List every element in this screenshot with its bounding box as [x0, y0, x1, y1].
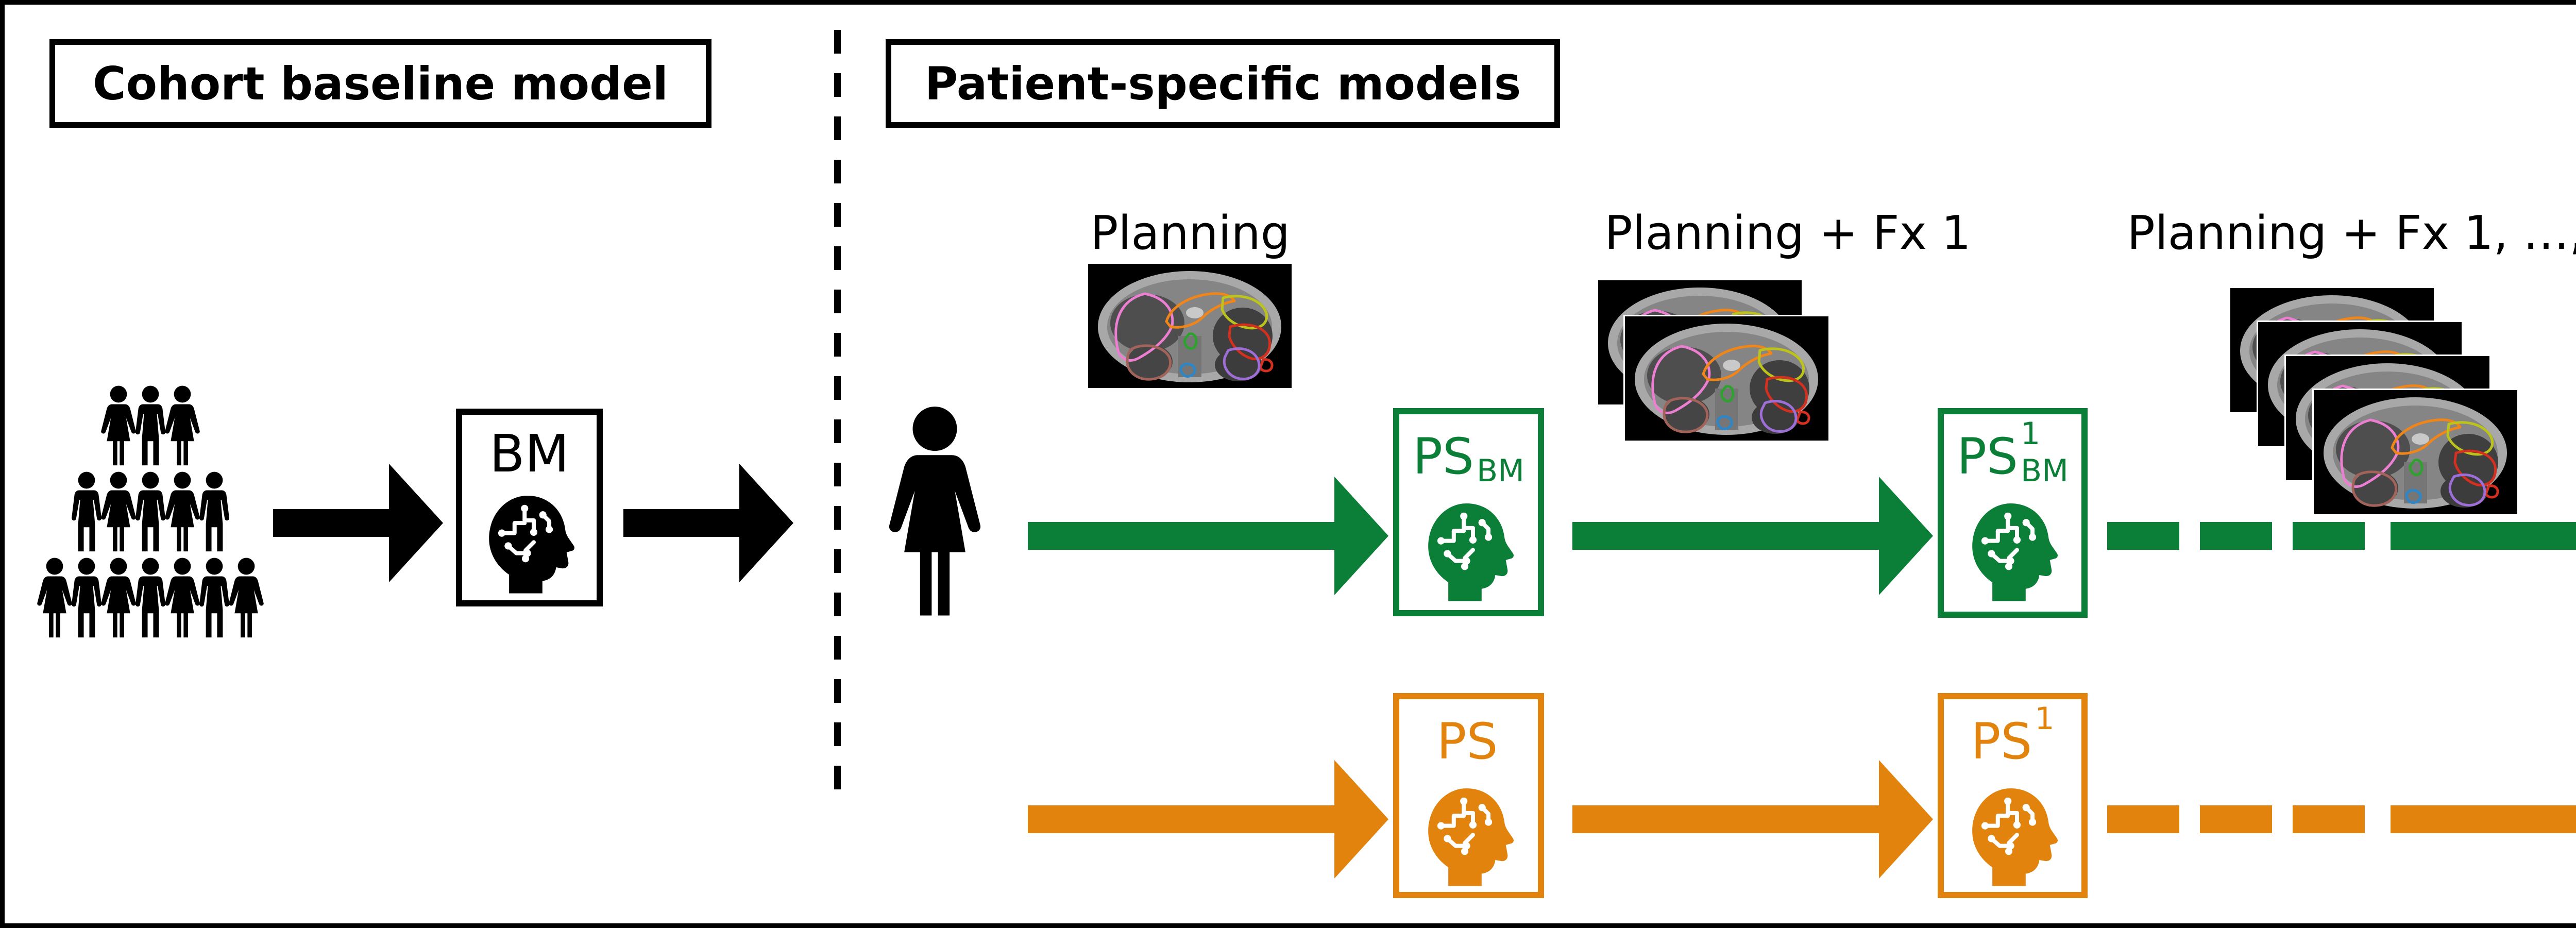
- model-label-main: BM: [489, 424, 569, 484]
- bm-model-label: BM: [489, 428, 569, 480]
- arrow-psbm-to-psbm1: [1572, 477, 1933, 595]
- ps-bm-model-box: PS BM: [1393, 408, 1544, 616]
- model-label-scripts: 1: [2035, 703, 2054, 772]
- ps-bm-model-label: PS BM: [1413, 432, 1524, 487]
- model-label-main: PS: [1413, 428, 1474, 485]
- ps1-model-box: PS 1: [1938, 693, 2088, 898]
- ps-model-box: PS: [1393, 693, 1544, 898]
- patient-icon: [889, 407, 981, 616]
- arrow-ps1-to-psn-dashed: [2107, 805, 2576, 833]
- section-title-cohort: Cohort baseline model: [49, 39, 711, 128]
- ps1-bm-model-label: PS 1 BM: [1957, 418, 2069, 489]
- ai-head-icon: [1421, 499, 1517, 604]
- ps-model-label: PS: [1437, 717, 1501, 772]
- model-label-main: PS: [1971, 713, 2032, 770]
- cohort-crowd-icon: [37, 385, 264, 638]
- model-label-main: PS: [1957, 428, 2018, 485]
- arrow-psbm1-to-psbmn-dashed: [2107, 522, 2576, 550]
- bm-model-box: BM: [456, 409, 603, 606]
- section-title-patient: Patient-specific models: [886, 39, 1560, 128]
- model-label-scripts: BM: [1477, 432, 1524, 487]
- timepoint-label-planning-fx1-n: Planning + Fx 1, …, N: [2127, 206, 2576, 260]
- ct-slice-image: [1623, 315, 1830, 442]
- model-label-sup: 1: [2035, 701, 2055, 737]
- timepoint-label-planning-fx1: Planning + Fx 1: [1604, 206, 1971, 260]
- ai-head-icon: [482, 491, 578, 596]
- ai-head-icon: [1421, 784, 1517, 889]
- model-label-main: PS: [1436, 713, 1498, 770]
- timepoint-label-planning: Planning: [1090, 206, 1290, 260]
- arrow-crowd-to-bm: [273, 464, 443, 582]
- section-divider: [834, 30, 841, 799]
- model-label-sup: 1: [2020, 416, 2041, 452]
- ct-slice-image: [1087, 262, 1293, 390]
- arrow-bm-to-patient-section: [623, 464, 793, 582]
- model-label-sub: [2035, 740, 2054, 772]
- model-label-sub: BM: [1476, 453, 1524, 489]
- model-label-sup: [1477, 418, 1524, 450]
- arrow-patient-to-ps: [1028, 760, 1388, 879]
- arrow-patient-to-psbm: [1028, 477, 1388, 595]
- model-label-scripts: 1 BM: [2020, 418, 2069, 489]
- ai-head-icon: [1965, 499, 2061, 604]
- ai-head-icon: [1965, 784, 2061, 889]
- ps1-model-label: PS 1: [1971, 703, 2054, 772]
- ps1-bm-model-box: PS 1 BM: [1938, 408, 2088, 618]
- model-label-sub: BM: [2020, 453, 2069, 489]
- arrow-ps-to-ps1: [1572, 760, 1933, 879]
